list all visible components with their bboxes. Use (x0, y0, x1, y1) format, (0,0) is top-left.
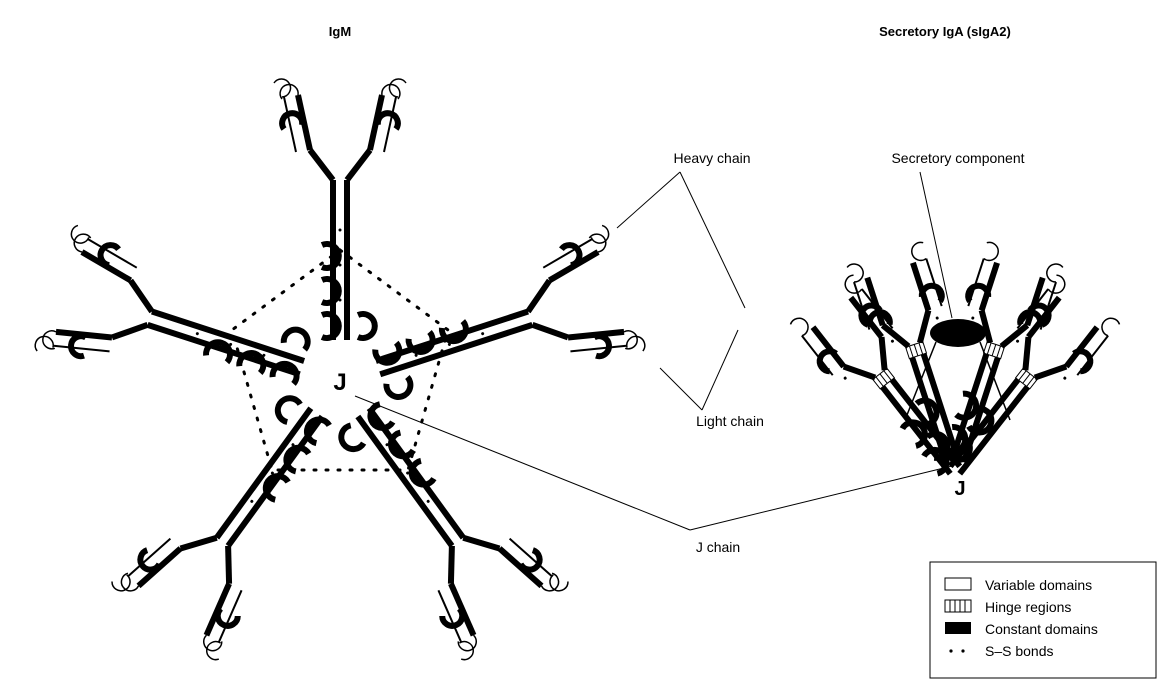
light-chain-label: Light chain (696, 413, 764, 429)
igm-j-chain-glyph: J (333, 369, 346, 396)
legend-label-variable: Variable domains (985, 577, 1092, 593)
secretory-component-label: Secretory component (891, 150, 1024, 166)
ss-bond-swatch-dot-1 (949, 649, 953, 653)
variable-domain-swatch (944, 577, 972, 591)
j-chain-leader-siga (689, 465, 953, 531)
legend-item-variable: Variable domains (944, 577, 1092, 593)
legend-label-hinge: Hinge regions (985, 599, 1071, 615)
siga-dimer: J (788, 241, 1122, 500)
igm-arm-left-upper (33, 224, 322, 430)
igm-arm-right-upper (358, 224, 647, 430)
legend: Variable domains Hinge regions Constant … (929, 561, 1157, 679)
igm-arm-left-lower (110, 374, 370, 663)
secretory-component-shape (930, 319, 986, 347)
light-chain-leader-1 (659, 367, 703, 411)
legend-item-ss: S–S bonds (949, 643, 1054, 659)
siga-arm-right-outer (922, 273, 1122, 496)
legend-item-hinge: Hinge regions (944, 599, 1071, 615)
j-chain-label: J chain (696, 539, 740, 555)
callouts: Heavy chain Light chain Secretory compon… (354, 150, 1025, 555)
legend-label-constant: Constant domains (985, 621, 1098, 637)
igm-arm-right-lower (310, 374, 570, 663)
hinge-region-swatch (944, 599, 972, 613)
ss-bond-swatch-dot-2 (961, 649, 965, 653)
legend-item-constant: Constant domains (945, 621, 1098, 637)
constant-domain-swatch (945, 622, 971, 634)
heavy-chain-label: Heavy chain (673, 150, 750, 166)
light-chain-leader-2 (701, 329, 739, 411)
igm-ss-pentagon (230, 248, 450, 472)
heavy-chain-leader-1 (616, 171, 681, 229)
siga-title: Secretory IgA (sIgA2) (879, 24, 1011, 39)
heavy-chain-leader-2 (679, 171, 746, 309)
siga-j-chain-glyph: J (954, 478, 965, 500)
secretory-component-leader (919, 171, 953, 319)
j-chain-leader-igm (354, 395, 691, 531)
igm-title: IgM (329, 24, 351, 39)
legend-label-ss: S–S bonds (985, 643, 1054, 659)
igm-pentamer: J (33, 79, 646, 662)
